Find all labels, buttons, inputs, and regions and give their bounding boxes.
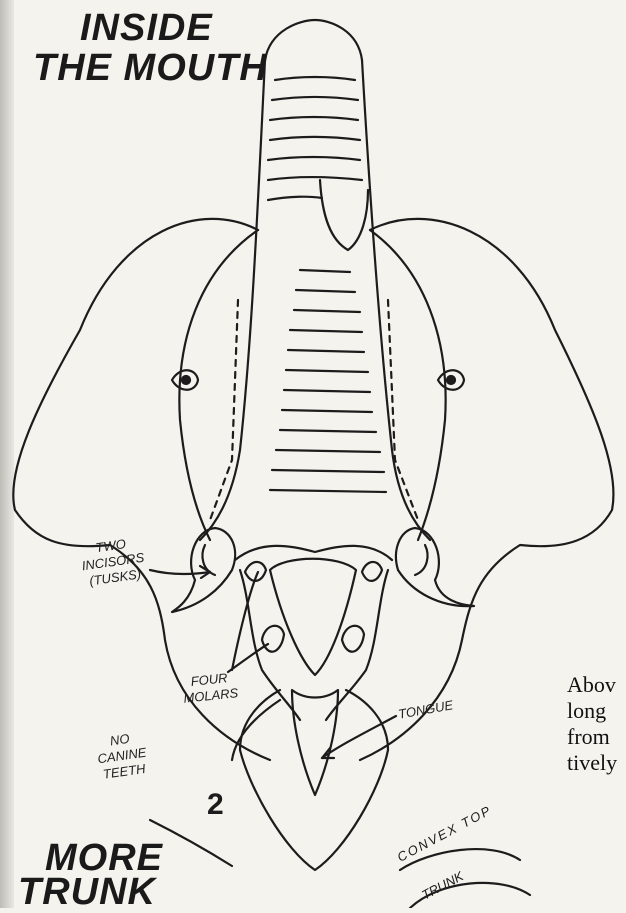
label-no-canine-teeth-text: NO CANINE TEETH <box>91 728 153 783</box>
next-heading-line-2: TRUNK <box>18 872 156 912</box>
figure-number: 2 <box>207 788 224 822</box>
trunk-left-edge <box>200 60 265 540</box>
label-no-canine-teeth: NO CANINE TEETH <box>91 728 153 783</box>
body-text-line-1: Abov <box>567 672 616 698</box>
body-text-line-4: tively <box>567 750 617 776</box>
body-text-line-3: from <box>567 724 610 750</box>
title-line-2: THE MOUTH <box>33 48 268 88</box>
label-four-molars-text: FOUR MOLARS <box>178 669 241 707</box>
molar-upper-right <box>362 562 382 581</box>
trunk-right-edge <box>362 60 430 540</box>
right-tusk <box>396 528 474 606</box>
molar-lower-right <box>342 626 364 652</box>
tongue <box>292 690 338 795</box>
label-four-molars: FOUR MOLARS <box>178 669 241 707</box>
body-text-line-2: long <box>567 698 606 724</box>
incisor-arrow <box>150 570 210 574</box>
title-line-1: INSIDE <box>80 8 213 48</box>
left-tusk <box>172 528 235 612</box>
molar-lower-left <box>262 626 284 652</box>
label-two-incisors-text: TWO INCISORS (TUSKS) <box>75 533 151 590</box>
label-two-incisors: TWO INCISORS (TUSKS) <box>75 533 151 590</box>
